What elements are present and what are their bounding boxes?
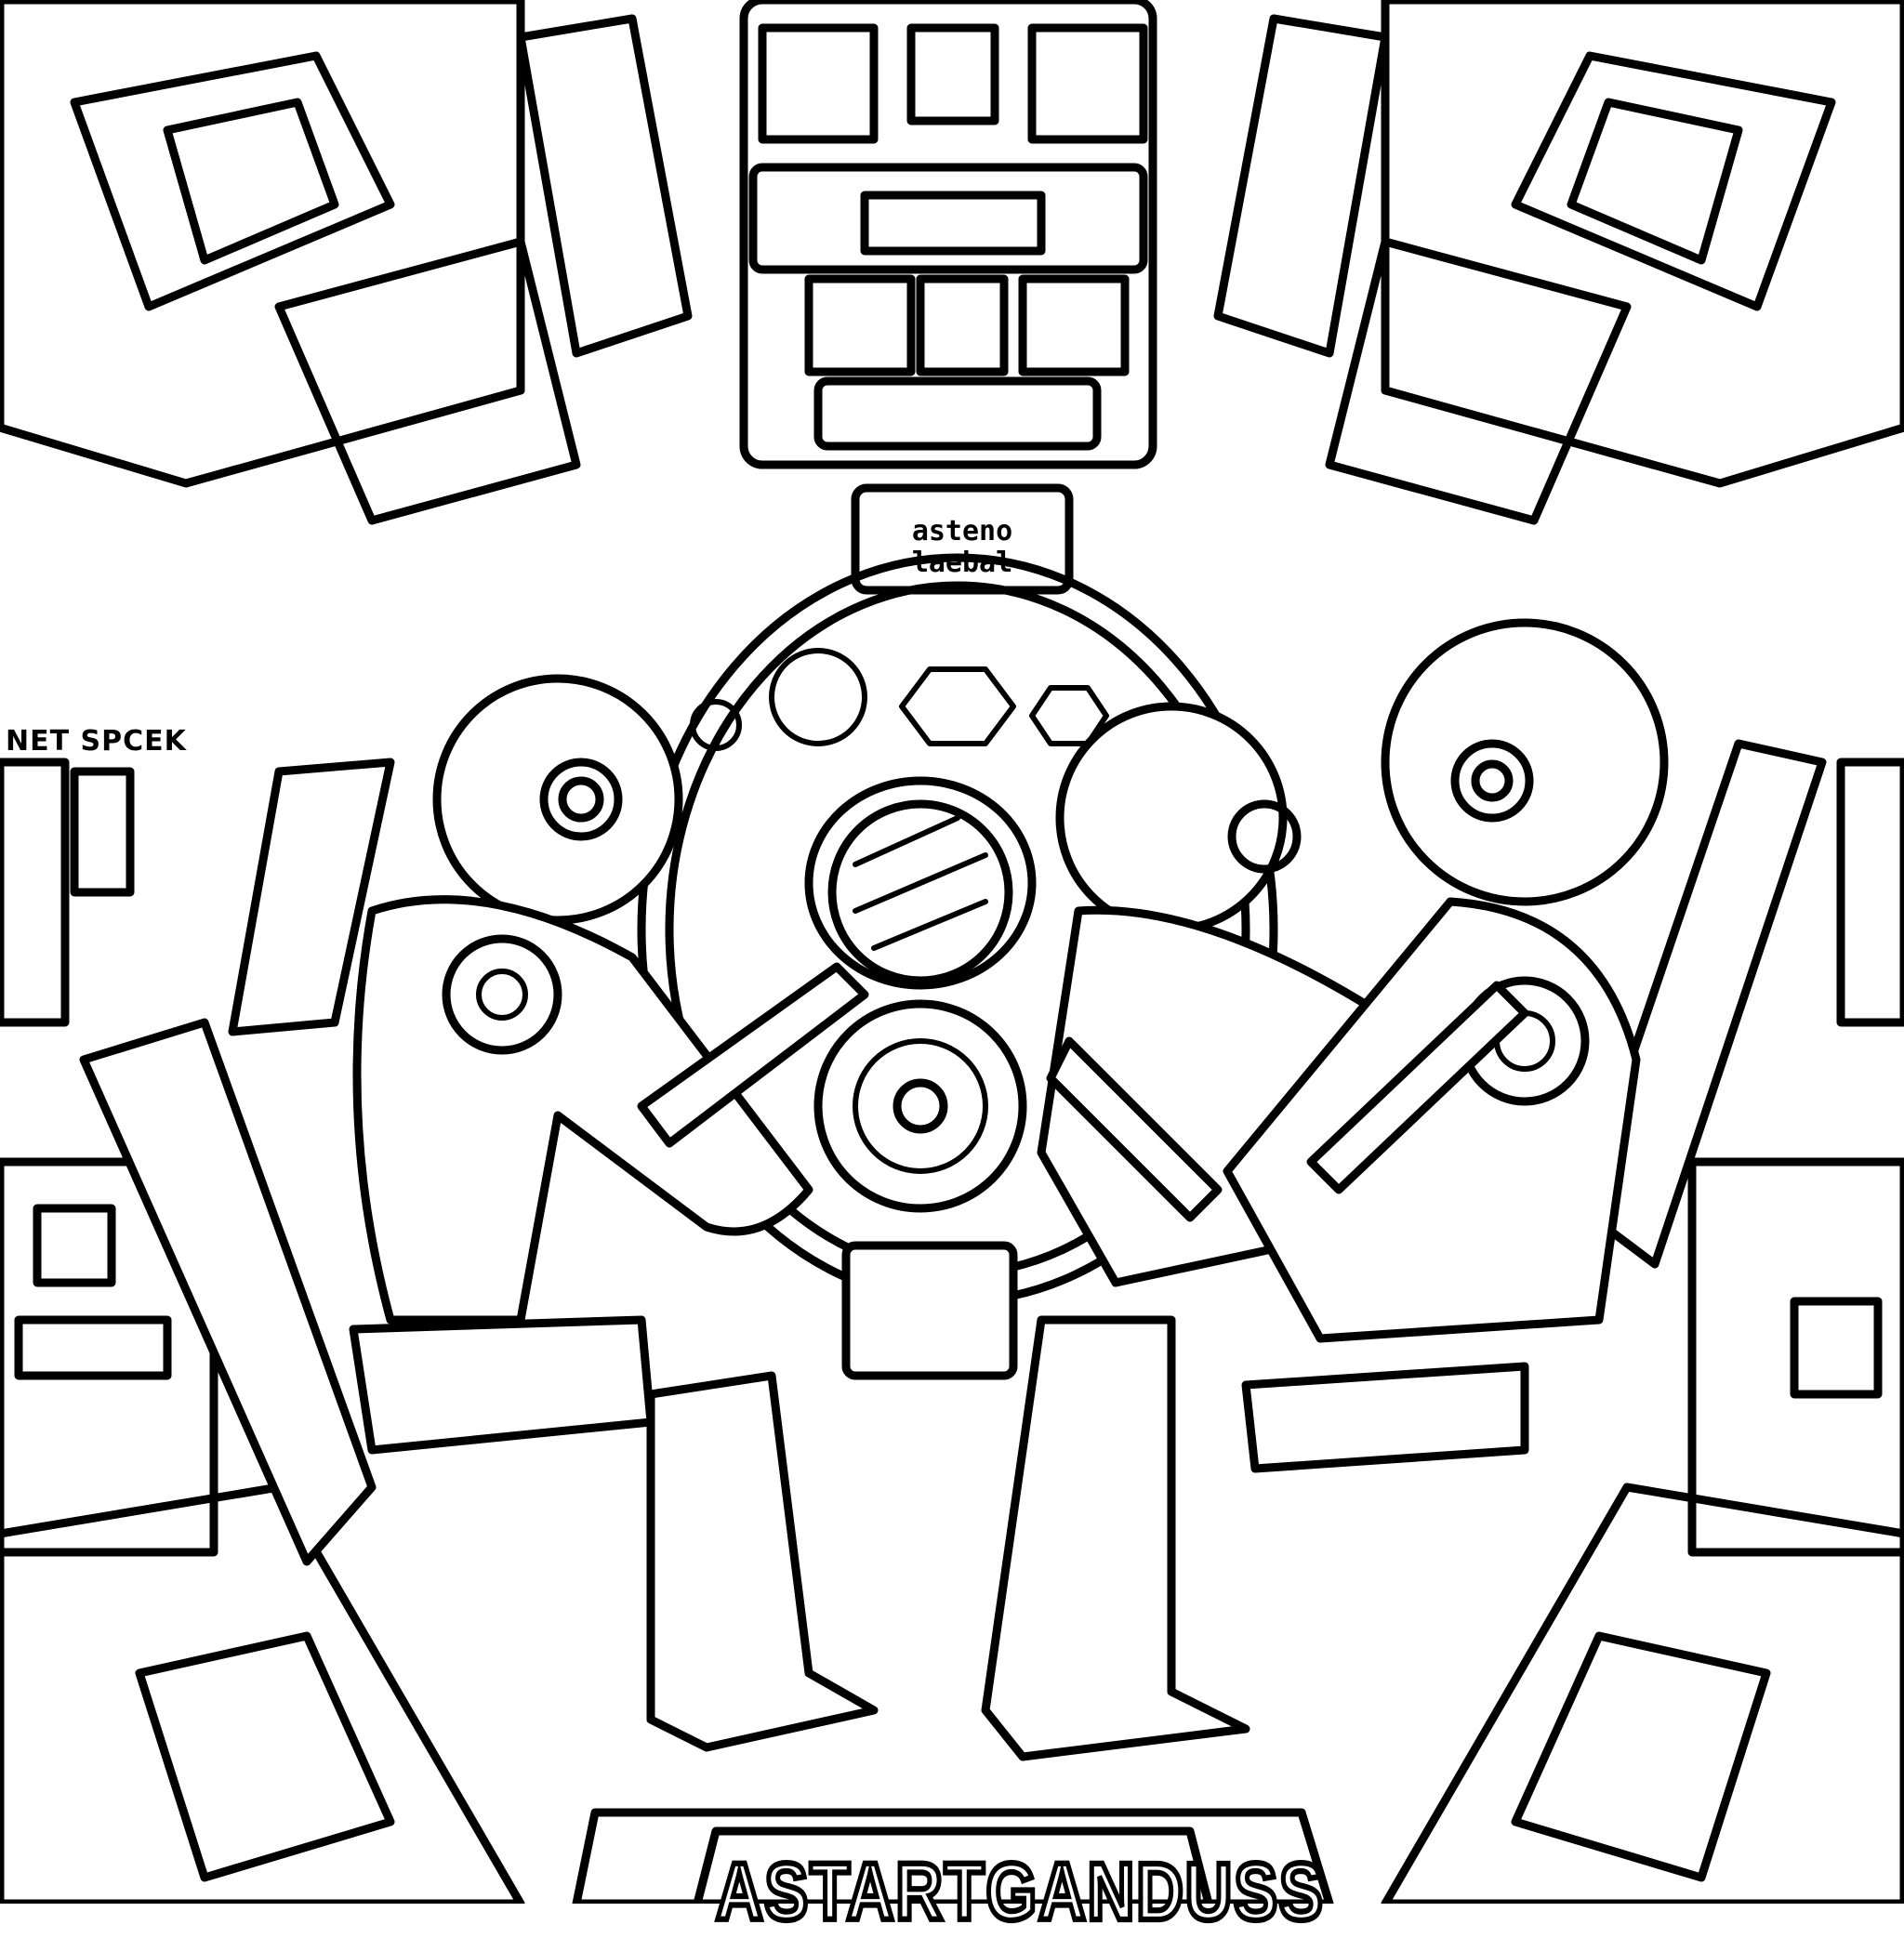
left-wall-sign: NET SPCEK [6, 725, 187, 758]
seats [79, 739, 1827, 1566]
astronaut-center [804, 776, 1037, 1380]
astronaut-left [352, 674, 879, 1752]
bottom-console-sign: ASTARTGANDUSS [714, 1843, 1326, 1938]
right-wall [1381, 758, 1904, 1904]
ceiling-panels [0, 0, 1904, 525]
top-panel-label: asteno laebal [879, 516, 1046, 579]
top-label-panel [851, 483, 1074, 595]
top-panel-line-1: asteno [911, 515, 1013, 547]
top-panel-line-2: laebal [911, 547, 1013, 579]
bottom-console [572, 1808, 1334, 1904]
astronaut-right-front [1223, 618, 1669, 1343]
